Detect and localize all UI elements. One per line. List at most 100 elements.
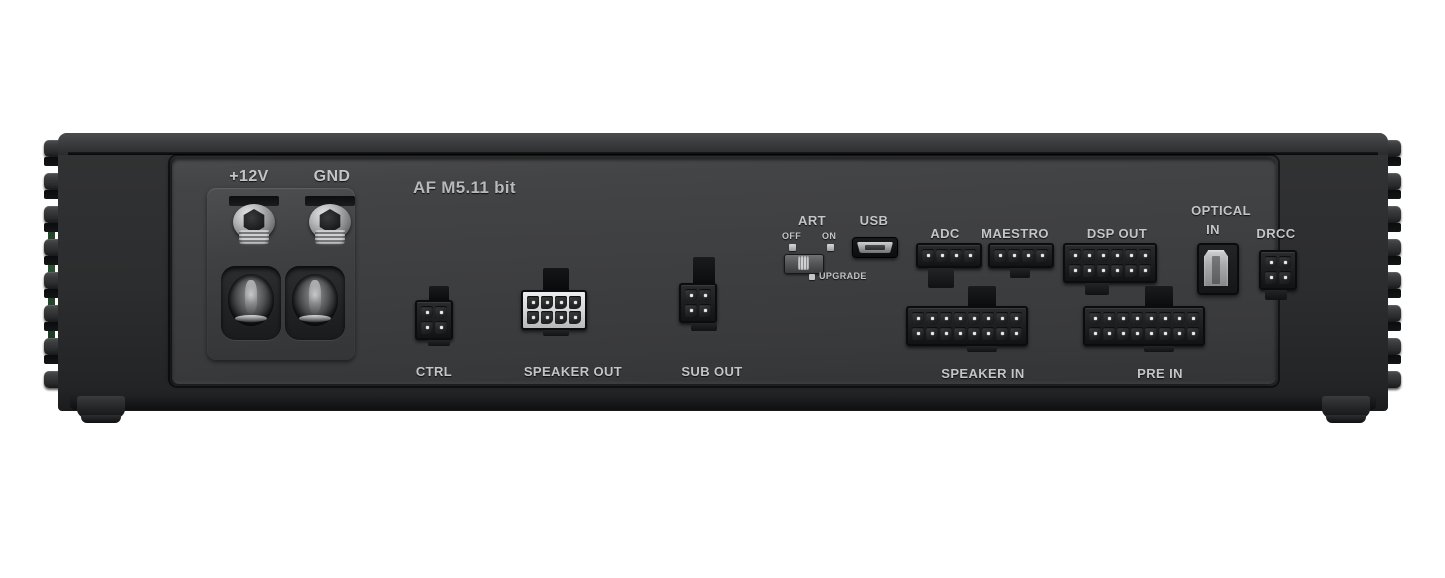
- connector-pin: [541, 311, 553, 324]
- upgrade-bullet: [809, 274, 815, 280]
- usb-label: USB: [859, 213, 889, 228]
- connector-pin: [1145, 327, 1157, 340]
- connector-pin: [1173, 312, 1185, 325]
- setscrew-slot: [229, 196, 279, 206]
- connector-pin: [1097, 264, 1109, 277]
- connector-pin: [555, 296, 567, 309]
- connector-shell: [988, 243, 1054, 268]
- power-ground-cable-hole[interactable]: [285, 266, 345, 340]
- connector-key-tab: [693, 257, 715, 283]
- connector-key-tab: [429, 286, 449, 300]
- drcc-label: DRCC: [1256, 226, 1296, 241]
- optical-toslink-port[interactable]: [1197, 243, 1239, 295]
- connector-key-tab: [1145, 286, 1173, 306]
- connector-pin: [1103, 312, 1115, 325]
- connector-pin: [435, 306, 447, 319]
- connector-pin: [1008, 249, 1020, 262]
- connector-pin: [1083, 264, 1095, 277]
- connector-pin: [1131, 327, 1143, 340]
- art-off-marker: [789, 244, 796, 251]
- ctrl-label: CTRL: [415, 364, 453, 379]
- connector-pin: [1103, 327, 1115, 340]
- connector-pin: [996, 327, 1008, 340]
- connector-pin: [699, 304, 711, 317]
- art-switch-knob[interactable]: [798, 256, 809, 270]
- connector-latch-foot: [691, 323, 717, 331]
- connector-pin: [1036, 249, 1048, 262]
- chassis-foot-right: [1322, 396, 1370, 423]
- connector-pin: [1097, 249, 1109, 262]
- art-switch-off-label: OFF: [782, 231, 802, 241]
- power-positive-setscrew[interactable]: [229, 196, 279, 246]
- connector-latch-foot: [967, 346, 997, 352]
- connector-pin: [996, 312, 1008, 325]
- connector-shell: [415, 300, 453, 340]
- connector-pin: [435, 321, 447, 334]
- connector-key-tab: [968, 286, 996, 306]
- art-switch-title: ART: [798, 213, 826, 228]
- connector-ctrl[interactable]: [415, 286, 453, 346]
- connector-pin: [1022, 249, 1034, 262]
- connector-pin: [922, 249, 934, 262]
- connector-pin: [527, 311, 539, 324]
- upgrade-label: UPGRADE: [819, 271, 867, 281]
- connector-pin: [950, 249, 962, 262]
- art-on-marker: [827, 244, 834, 251]
- connector-maestro[interactable]: [988, 243, 1054, 278]
- connector-pin: [982, 312, 994, 325]
- chassis-foot-left: [77, 396, 125, 423]
- usb-micro-port[interactable]: [852, 237, 898, 258]
- connector-pin: [912, 312, 924, 325]
- connector-pin: [699, 289, 711, 302]
- connector-pin: [1279, 271, 1291, 284]
- connector-speaker-in[interactable]: [906, 286, 1028, 352]
- connector-pin: [1069, 249, 1081, 262]
- connector-drcc[interactable]: [1259, 250, 1297, 300]
- connector-pre-in[interactable]: [1083, 286, 1205, 352]
- connector-latch-foot: [1010, 268, 1030, 278]
- connector-pin: [1125, 249, 1137, 262]
- connector-pin: [940, 327, 952, 340]
- power-positive-cable-hole[interactable]: [221, 266, 281, 340]
- connector-dsp-out[interactable]: [1063, 243, 1157, 295]
- art-slide-switch[interactable]: [784, 254, 824, 274]
- connector-pin: [1010, 327, 1022, 340]
- setscrew-threads: [315, 230, 345, 246]
- setscrew-threads: [239, 230, 269, 246]
- connector-pin: [555, 311, 567, 324]
- connector-pin: [940, 312, 952, 325]
- connector-shell: [906, 306, 1028, 346]
- connector-latch-foot: [543, 330, 569, 336]
- connector-pin: [1117, 312, 1129, 325]
- connector-sub-out[interactable]: [679, 257, 717, 331]
- connector-pin: [1265, 256, 1277, 269]
- power-ground-label: GND: [313, 168, 351, 185]
- connector-pin: [994, 249, 1006, 262]
- connector-pin: [1111, 249, 1123, 262]
- speaker-in-label: SPEAKER IN: [941, 366, 1025, 381]
- connector-pin: [569, 311, 581, 324]
- connector-speaker-out[interactable]: [521, 268, 587, 336]
- maestro-label: MAESTRO: [981, 226, 1049, 241]
- connector-pin: [954, 327, 966, 340]
- connector-pin: [1010, 312, 1022, 325]
- connector-pin: [1125, 264, 1137, 277]
- connector-pin: [541, 296, 553, 309]
- connector-pin: [1131, 312, 1143, 325]
- connector-pin: [1187, 312, 1199, 325]
- connector-pin: [926, 327, 938, 340]
- connector-latch-foot: [1265, 290, 1287, 300]
- connector-latch-foot: [928, 268, 954, 288]
- adc-label: ADC: [930, 226, 960, 241]
- connector-shell: [1083, 306, 1205, 346]
- connector-pin: [936, 249, 948, 262]
- cable-bore: [292, 274, 338, 326]
- power-ground-setscrew[interactable]: [305, 196, 355, 246]
- connector-adc[interactable]: [916, 243, 982, 288]
- optical-slot: [1212, 256, 1220, 284]
- connector-pin: [1089, 327, 1101, 340]
- chassis-bottom-lip: [70, 396, 1376, 410]
- cable-bore: [228, 274, 274, 326]
- connector-pin: [569, 296, 581, 309]
